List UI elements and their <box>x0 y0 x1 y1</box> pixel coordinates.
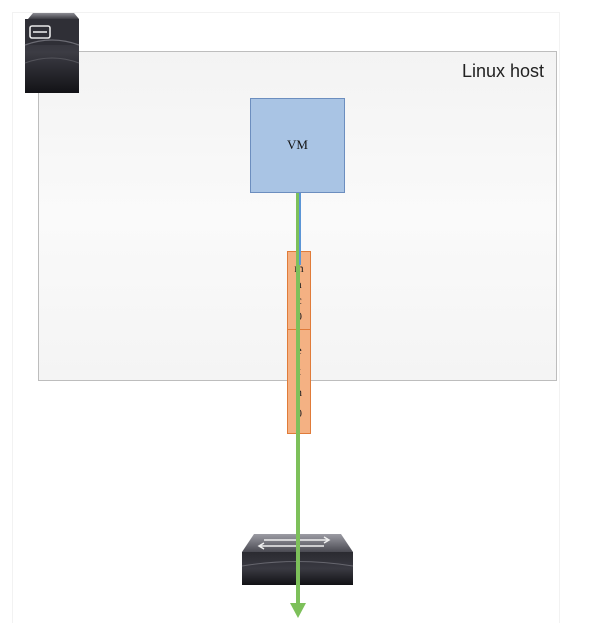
eth0-char: t <box>297 364 301 378</box>
linux-host-label: Linux host <box>461 61 544 81</box>
macvtap-char: c <box>296 293 302 307</box>
macvtap-char: 0 <box>296 309 302 323</box>
eth0-char: h <box>296 385 302 399</box>
eth0-char: 0 <box>296 406 302 420</box>
macvtap-char: m <box>294 261 304 275</box>
eth0-char: e <box>296 343 302 357</box>
macvtap-char: a <box>296 277 302 291</box>
macvtap-interface: m a c 0 <box>287 251 311 330</box>
vm-label: VM <box>287 137 308 152</box>
eth0-interface: e t h 0 <box>287 329 311 434</box>
network-switch-icon <box>241 534 354 585</box>
vm-box: VM <box>250 98 345 193</box>
server-icon <box>24 13 80 93</box>
